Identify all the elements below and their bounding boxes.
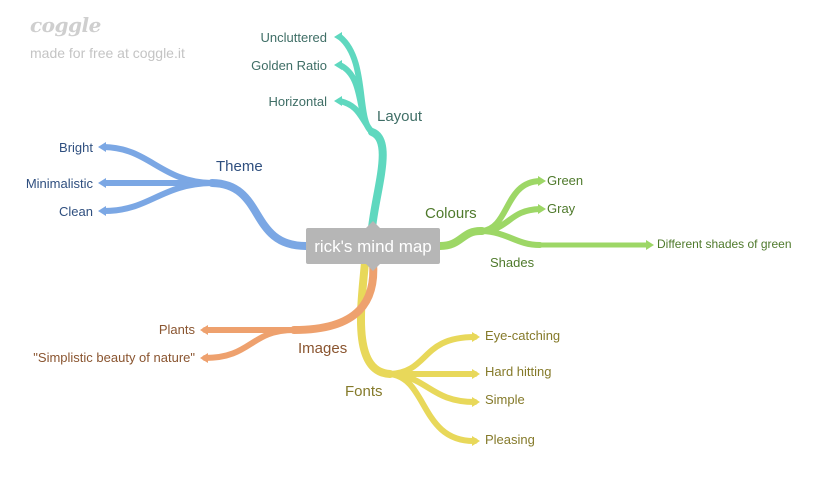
root-node[interactable]: rick's mind map [306,221,440,271]
node-arrow-icon [98,178,106,188]
leaf-clean[interactable]: Clean [59,204,93,219]
node-arrow-icon [472,397,480,407]
leaf-horizontal[interactable]: Horizontal [268,94,327,109]
root-top-notch-icon [366,221,380,228]
leaf-golden-ratio[interactable]: Golden Ratio [251,58,327,73]
leaf-different-shades-of-green[interactable]: Different shades of green [657,237,792,251]
leaf-minimalistic[interactable]: Minimalistic [26,176,94,191]
leaf-simple[interactable]: Simple [485,392,525,407]
leaf-pleasing[interactable]: Pleasing [485,432,535,447]
branch-label-theme[interactable]: Theme [216,158,263,175]
branch-label-fonts[interactable]: Fonts [345,383,383,400]
branch-images[interactable]: Images Plants "Simplistic beauty of natu… [33,258,378,365]
node-arrow-icon [646,240,654,250]
node-arrow-icon [472,332,480,342]
leaf-plants[interactable]: Plants [159,322,196,337]
node-arrow-icon [98,206,106,216]
leaf-uncluttered[interactable]: Uncluttered [261,30,327,45]
root-bottom-notch-icon [366,264,380,271]
node-arrow-icon [472,369,480,379]
leaf-simplistic-beauty-of-nature[interactable]: "Simplistic beauty of nature" [33,350,195,365]
leaf-eye-catching[interactable]: Eye-catching [485,328,560,343]
node-arrow-icon [334,96,342,106]
leaf-bright[interactable]: Bright [59,140,93,155]
node-arrow-icon [538,176,546,186]
node-arrow-icon [200,353,208,363]
node-arrow-icon [334,60,342,70]
leaf-hard-hitting[interactable]: Hard hitting [485,364,551,379]
node-arrow-icon [334,32,342,42]
branch-theme[interactable]: Theme Bright Minimalistic Clean [26,140,310,250]
node-arrow-icon [98,142,106,152]
branch-label-images[interactable]: Images [298,340,347,357]
node-arrow-icon [472,436,480,446]
leaf-green[interactable]: Green [547,173,583,188]
root-label[interactable]: rick's mind map [314,237,432,256]
branch-fonts[interactable]: Fonts Eye-catching Hard hitting Simple P… [345,258,560,447]
coggle-logo: coggle [30,13,101,37]
branch-colours[interactable]: Colours Green Gray Shades Different shad… [425,173,792,270]
branch-layout[interactable]: Layout Uncluttered Golden Ratio Horizont… [251,30,423,232]
node-arrow-icon [200,325,208,335]
sub-branch-label-shades[interactable]: Shades [490,255,535,270]
leaf-gray[interactable]: Gray [547,201,576,216]
node-arrow-icon [538,204,546,214]
branch-label-layout[interactable]: Layout [377,108,423,125]
branch-label-colours[interactable]: Colours [425,205,477,222]
coggle-tagline: made for free at coggle.it [30,45,185,61]
